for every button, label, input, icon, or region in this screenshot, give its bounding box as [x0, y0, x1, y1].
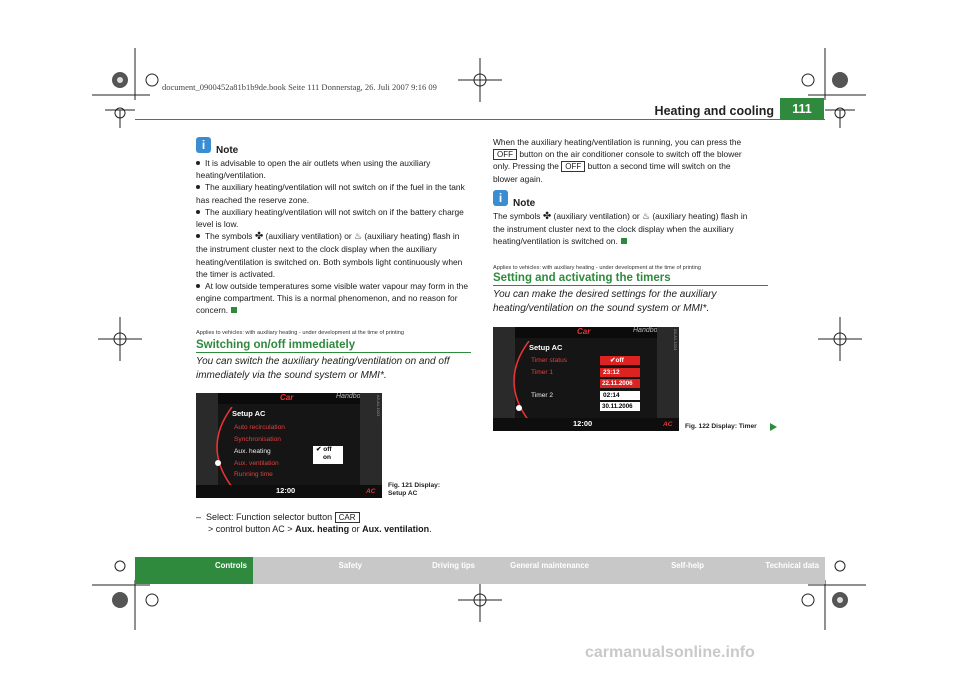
- page-number: 111: [780, 98, 824, 120]
- display-setup-title: Setup AC: [232, 409, 266, 418]
- section-rule: [196, 352, 471, 353]
- footer-nav: Controls Safety Driving tips General mai…: [135, 557, 825, 584]
- watermark: carmanualsonline.info: [585, 644, 755, 661]
- display-setup-title: Setup AC: [529, 343, 563, 352]
- fan-icon: ✤: [254, 231, 264, 243]
- tab-self-help[interactable]: Self-help: [671, 561, 704, 570]
- figure-code: A5-A1-1023: [376, 395, 381, 417]
- display-left-frame: [196, 393, 218, 498]
- note-text: The symbols ✤ (auxiliary ventilation) or…: [493, 211, 748, 247]
- off-key: OFF: [561, 161, 586, 173]
- figure-caption: Fig. 122 Display: Timer: [685, 423, 757, 430]
- applies-note: Applies to vehicles: with auxiliary heat…: [493, 265, 702, 271]
- section-heading: Switching on/off immediately: [196, 339, 356, 351]
- timer2-date: 30.11.2006: [600, 402, 640, 411]
- heater-icon: ♨: [353, 231, 363, 242]
- display-menu-item: Timer 2: [531, 392, 554, 399]
- note-bullet: At low outside temperatures some visible…: [196, 281, 468, 316]
- note-bullet: The symbols ✤ (auxiliary ventilation) or…: [196, 231, 463, 279]
- timer2-time: 02:14: [600, 391, 640, 400]
- note-bullet: The auxiliary heating/ventilation will n…: [196, 206, 464, 230]
- display-arc: [513, 341, 530, 421]
- section-heading: Setting and activating the timers: [493, 272, 671, 284]
- mmi-display-setup-ac: Car Handbook Setup AC Auto recirculation…: [196, 393, 382, 498]
- note-icon: i: [493, 190, 508, 206]
- figure-code: A5-A1-1024: [673, 329, 678, 351]
- end-marker-icon: [231, 307, 238, 314]
- display-handbook-label: Handbook: [336, 393, 368, 400]
- header-rule: [135, 119, 825, 120]
- display-bottom-bar: [493, 418, 679, 431]
- display-menu-item: Timer 1: [531, 369, 554, 376]
- display-menu-item: Aux. heating: [234, 448, 271, 455]
- applies-note: Applies to vehicles: with auxiliary heat…: [196, 330, 405, 336]
- tab-technical-data[interactable]: Technical data: [765, 561, 819, 570]
- timer1-time: 23:12: [600, 368, 640, 377]
- file-info-line: document_0900452a81b1b9de.book Seite 111…: [162, 82, 437, 92]
- note-title: Note: [513, 198, 536, 209]
- note-bullet: The auxiliary heating/ventilation will n…: [196, 182, 465, 205]
- tab-safety[interactable]: Safety: [338, 561, 362, 570]
- heater-icon: ♨: [641, 211, 651, 221]
- display-top-bar: [493, 327, 679, 338]
- timer1-date: 22.11.2006: [600, 379, 640, 388]
- timer-status-value: ✔off: [600, 356, 640, 365]
- display-menu-item: Aux. ventilation: [234, 460, 279, 467]
- step-instruction: – Select: Function selector button CAR >…: [196, 512, 432, 535]
- display-ac-label: AC: [366, 488, 376, 495]
- display-clock: 12:00: [276, 486, 296, 495]
- section-intro: You can switch the auxiliary heating/ven…: [196, 356, 450, 381]
- display-handbook-label: Handbook: [633, 327, 665, 334]
- display-option-box: ✔ off on: [313, 446, 343, 464]
- display-menu-item: Timer status: [531, 357, 568, 364]
- tab-general-maintenance[interactable]: General maintenance: [510, 561, 589, 570]
- figure-caption: Fig. 121 Display:Setup AC: [388, 482, 441, 497]
- end-marker-icon: [620, 238, 627, 245]
- display-car-label: Car: [577, 327, 591, 336]
- display-right-frame: [657, 327, 679, 431]
- check-icon: ✔: [316, 446, 322, 453]
- tab-driving-tips[interactable]: Driving tips: [432, 561, 475, 570]
- off-button-paragraph: When the auxiliary heating/ventilation i…: [493, 137, 742, 184]
- display-menu-item: Running time: [234, 471, 273, 478]
- display-left-frame: [493, 327, 515, 431]
- mmi-display-timer: Car Handbook Setup AC Timer status Timer…: [493, 327, 679, 431]
- section-rule: [493, 285, 768, 286]
- continue-arrow-icon: [770, 423, 777, 431]
- car-key: CAR: [334, 512, 360, 523]
- display-bottom-bar: [196, 485, 382, 498]
- note-title: Note: [216, 145, 239, 156]
- display-ac-label: AC: [663, 421, 673, 428]
- display-menu-item: Auto recirculation: [234, 424, 285, 431]
- off-key: OFF: [493, 149, 517, 161]
- note-bullet: It is advisable to open the air outlets …: [196, 158, 431, 181]
- note-icon: i: [196, 137, 211, 153]
- display-clock: 12:00: [573, 419, 593, 428]
- display-right-frame: [360, 393, 382, 498]
- display-top-bar: [196, 393, 382, 404]
- display-arc: [215, 407, 233, 487]
- section-intro: You can make the desired settings for th…: [493, 289, 717, 314]
- tab-controls[interactable]: Controls: [135, 557, 253, 584]
- page-title: Heating and cooling: [654, 104, 774, 118]
- note-list: It is advisable to open the air outlets …: [196, 157, 468, 317]
- display-menu-item: Synchronisation: [234, 436, 281, 443]
- check-icon: ✔: [610, 357, 616, 364]
- display-car-label: Car: [280, 393, 294, 402]
- fan-icon: ✤: [542, 211, 552, 222]
